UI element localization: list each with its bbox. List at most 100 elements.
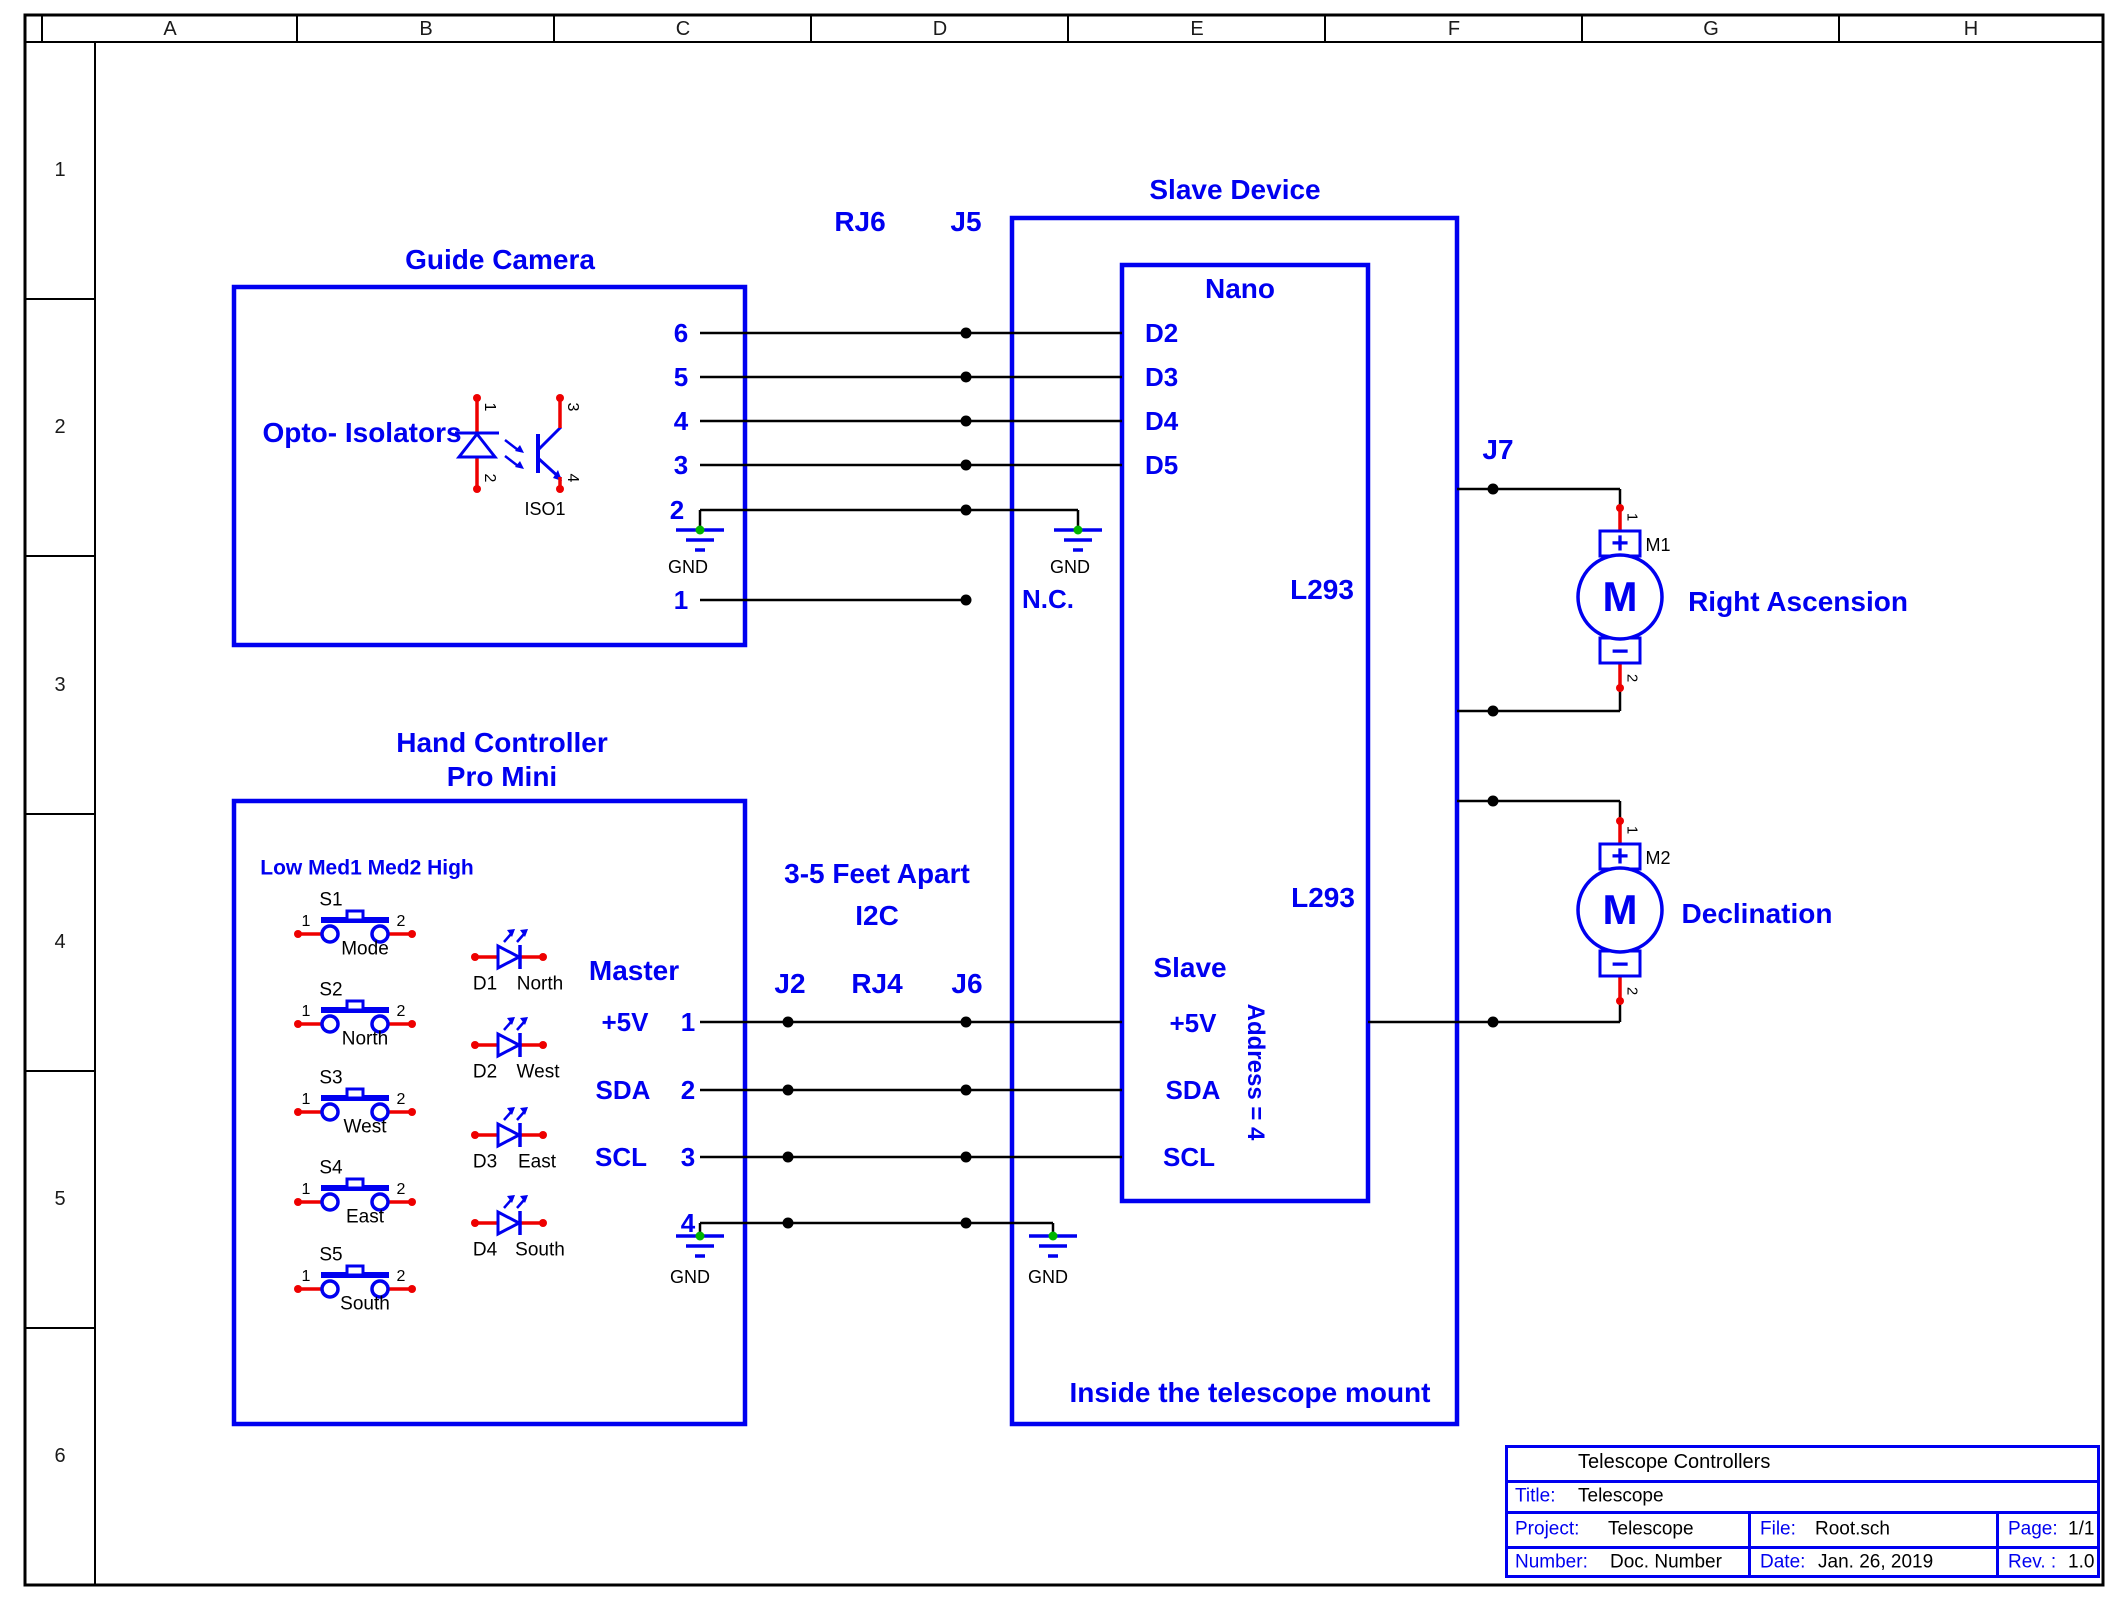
motor-pin-number: 1 (1623, 825, 1641, 835)
master-pin-number: 4 (680, 1208, 696, 1238)
motor-m1-plus: + (1611, 527, 1629, 560)
switch-pin: 2 (396, 1268, 406, 1285)
master-pin-number: 2 (680, 1075, 696, 1105)
motor-m1-ref: M1 (1645, 535, 1671, 555)
page-label: Page: (2008, 1518, 2058, 1540)
nano-pin-label: D3 (1145, 362, 1179, 392)
title-block (1505, 1445, 2100, 1578)
master-pin-name: SDA (595, 1075, 651, 1105)
number-value: Doc. Number (1610, 1551, 1722, 1573)
frame-row-label: 4 (54, 931, 66, 953)
slave-role-label: Slave (1153, 952, 1227, 983)
j2-label: J2 (774, 968, 806, 999)
speed-header: Low Med1 Med2 High (260, 856, 474, 880)
motor-m2-plus: + (1611, 840, 1629, 873)
nc-label: N.C. (1022, 584, 1074, 614)
j5-label: J5 (950, 206, 982, 237)
opto-isolators-label: Opto- Isolators (262, 417, 462, 448)
title-value: Telescope (1578, 1485, 1664, 1507)
gnd-label: GND (668, 557, 708, 577)
guide-pin-number: 5 (673, 362, 689, 392)
guide-pin-number: 6 (673, 318, 689, 348)
nano-pin-label: D4 (1145, 406, 1179, 436)
frame-col-label: C (675, 18, 691, 40)
file-label: File: (1760, 1518, 1796, 1540)
motor-m1-name: Right Ascension (1688, 586, 1908, 617)
master-pin-number: 3 (680, 1142, 696, 1172)
motor-m2-ref: M2 (1645, 848, 1671, 868)
wires (698, 331, 1622, 1234)
slave-bus-pin: SDA (1165, 1075, 1221, 1105)
opto-pin-number: 3 (564, 402, 581, 412)
guide-pin-number: 3 (673, 450, 689, 480)
switch-ref: S1 (319, 889, 343, 911)
rev-label: Rev. : (2008, 1551, 2057, 1573)
motor-pin-number: 1 (1623, 512, 1641, 522)
junction-dots (782, 327, 1499, 1229)
motor-m2-name: Declination (1681, 898, 1833, 929)
frame-row-label: 3 (54, 674, 66, 696)
bus-protocol-label: I2C (855, 900, 899, 931)
switch-pin: 2 (396, 1003, 406, 1020)
gnd-label: GND (670, 1267, 710, 1287)
hand-controller-box (231, 798, 748, 1427)
guide-camera-box (231, 284, 748, 648)
frame-col-label: E (1190, 18, 1204, 40)
motor-m1-letter: M (1602, 573, 1638, 620)
master-pin-name: +5V (601, 1007, 649, 1037)
switch-name: Mode (341, 938, 389, 960)
slave-device-box (1009, 215, 1460, 1427)
guide-pin-number: 1 (673, 585, 689, 615)
frame-col-label: D (932, 18, 948, 40)
pro-mini-subtitle: Pro Mini (446, 761, 558, 792)
led-d2-symbol (469, 1015, 549, 1059)
switch-pin: 1 (301, 913, 311, 930)
gnd-symbol-slave-top (1052, 523, 1104, 552)
master-role-label: Master (588, 955, 680, 986)
project-label: Project: (1515, 1518, 1580, 1540)
opto-ref: ISO1 (524, 499, 566, 519)
switch-pin: 2 (396, 1091, 406, 1108)
slave-bus-pin: +5V (1169, 1008, 1217, 1038)
led-d1-symbol (469, 927, 549, 971)
slave-address-label: Address = 4 (1242, 1003, 1269, 1141)
switch-name: West (343, 1116, 387, 1138)
nano-box (1119, 262, 1371, 1204)
j6-label: J6 (951, 968, 983, 999)
rev-value: 1.0 (2068, 1551, 2095, 1573)
frame-row-label: 5 (54, 1188, 66, 1210)
opto-pin-number: 1 (481, 402, 498, 412)
switch-pin: 2 (396, 913, 406, 930)
led-name: North (516, 973, 564, 995)
frame-row-label: 1 (54, 159, 66, 181)
opto-pin-number: 2 (481, 473, 498, 483)
number-label: Number: (1515, 1551, 1588, 1573)
led-ref: D3 (472, 1151, 498, 1173)
guide-pin-number: 4 (673, 406, 689, 436)
motor-pin-number: 2 (1623, 986, 1641, 996)
slave-device-title: Slave Device (1149, 174, 1321, 205)
page-value: 1/1 (2068, 1518, 2095, 1540)
date-value: Jan. 26, 2019 (1818, 1551, 1934, 1573)
bus-distance-label: 3-5 Feet Apart (784, 858, 970, 889)
nano-pin-label: D5 (1145, 450, 1179, 480)
guide-camera-title: Guide Camera (405, 244, 595, 275)
slave-bus-pin: SCL (1163, 1142, 1215, 1172)
led-ref: D4 (472, 1239, 498, 1261)
switch-pin: 1 (301, 1181, 311, 1198)
frame-col-label: H (1963, 18, 1979, 40)
j7-label: J7 (1482, 434, 1514, 465)
led-d4-symbol (469, 1193, 549, 1237)
project-value: Telescope (1608, 1518, 1694, 1540)
hand-controller-title: Hand Controller (396, 727, 608, 758)
motor-m2-letter: M (1602, 886, 1638, 933)
l293-label-bottom: L293 (1291, 882, 1355, 913)
gnd-symbol-guide (674, 523, 726, 552)
gnd-label: GND (1050, 557, 1090, 577)
switch-ref: S4 (319, 1157, 343, 1179)
frame-col-label: F (1447, 18, 1461, 40)
company-name: Telescope Controllers (1578, 1451, 1771, 1473)
file-value: Root.sch (1815, 1518, 1890, 1540)
